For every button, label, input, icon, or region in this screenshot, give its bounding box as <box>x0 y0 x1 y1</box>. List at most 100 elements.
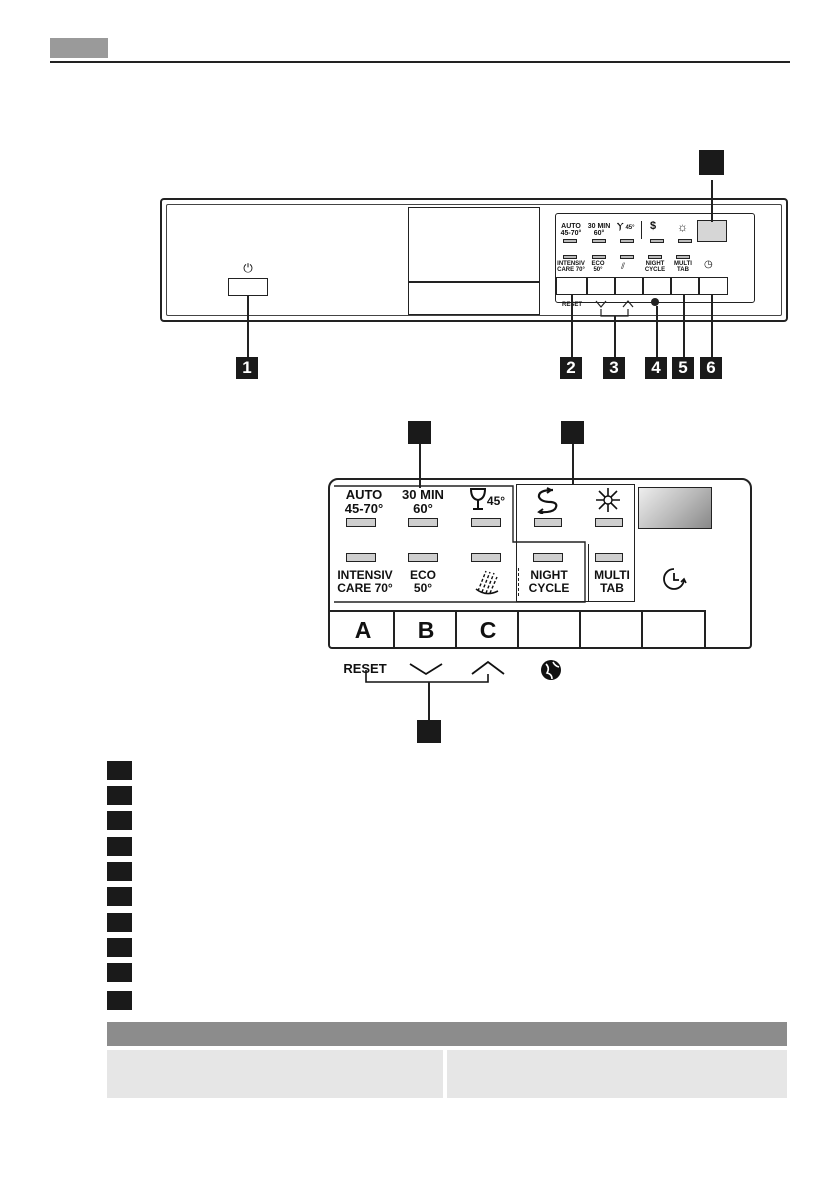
fig2-30min-label: 30 MIN 60° <box>402 487 444 516</box>
fig2-globe-icon <box>541 660 561 680</box>
fig2-btn-display[interactable] <box>641 612 704 648</box>
header-rule <box>50 61 790 63</box>
fig2-btn-c[interactable] <box>455 612 517 648</box>
fig2-callout-arrows-line <box>428 682 430 720</box>
power-button[interactable] <box>228 278 268 296</box>
fig1-led-30min <box>592 239 606 243</box>
fig1-led-night <box>648 255 662 259</box>
fig1-led-multi <box>676 255 690 259</box>
callout-2-line <box>571 295 573 357</box>
callout-3: 3 <box>603 357 625 379</box>
control-panel-overview <box>160 198 788 322</box>
fig2-callout-indicators-line <box>572 444 574 484</box>
compartment-divider <box>409 281 539 283</box>
fig2-night-dash <box>518 568 519 596</box>
legend-marker-5 <box>107 862 132 881</box>
fig2-salt-icon <box>596 488 620 512</box>
fig1-led-salt <box>678 239 692 243</box>
fig2-eco-label: ECO 50° <box>409 568 436 595</box>
fig2-led-45 <box>471 518 501 527</box>
legend-marker-1 <box>107 761 132 780</box>
fig1-spray-icon: ⫽ <box>621 261 626 271</box>
legend-marker-9 <box>107 963 132 982</box>
fig2-program-outline <box>334 485 586 603</box>
fig2-led-auto <box>346 518 376 527</box>
callout-5-line <box>683 295 685 357</box>
fig1-btn-4[interactable] <box>642 278 670 294</box>
callout-1: 1 <box>236 357 258 379</box>
callout-6-line <box>711 295 713 357</box>
fig2-glass-45-label: 45° <box>486 494 506 508</box>
callout-2: 2 <box>560 357 582 379</box>
fig2-led-rinse <box>534 518 562 527</box>
fig2-glass-icon <box>469 488 487 510</box>
fig1-glass-icon: Ⲩ <box>617 221 624 231</box>
fig1-led-rinse <box>650 239 664 243</box>
fig1-up-arrow-icon <box>622 300 634 308</box>
fig1-divider <box>641 221 642 239</box>
legend-marker-8 <box>107 938 132 957</box>
legend-marker-4 <box>107 837 132 856</box>
fig2-btn-b[interactable] <box>393 612 455 648</box>
table-header-bar <box>107 1022 787 1046</box>
fig2-letter-c: C <box>479 617 497 643</box>
fig2-led-intensiv <box>346 553 376 562</box>
fig2-spray-icon <box>475 570 499 595</box>
detergent-compartment <box>408 207 540 315</box>
fig1-btn-5[interactable] <box>670 278 698 294</box>
fig1-led-spray <box>620 255 634 259</box>
fig2-delay-start-icon <box>663 568 687 590</box>
fig1-delay-icon: ◷ <box>704 259 713 270</box>
fig2-callout-indicators <box>561 421 584 444</box>
fig1-display <box>697 220 727 242</box>
fig2-night-label: NIGHT CYCLE <box>528 568 570 595</box>
callout-5: 5 <box>672 357 694 379</box>
fig2-indicator-divider <box>588 544 590 602</box>
fig2-up-arrow-icon <box>471 660 505 675</box>
legend-marker-2 <box>107 786 132 805</box>
fig2-led-30min <box>408 518 438 527</box>
fig2-letter-a: A <box>354 617 372 643</box>
fig1-led-eco <box>592 255 606 259</box>
fig2-callout-programs-line <box>419 444 421 488</box>
fig2-led-eco <box>408 553 438 562</box>
fig2-down-arrow-icon <box>409 663 443 676</box>
fig2-indicator-outline <box>516 484 635 602</box>
fig1-btn-c[interactable] <box>614 278 642 294</box>
fig2-led-multi <box>595 553 623 562</box>
fig2-rinse-aid-icon <box>537 487 558 514</box>
fig1-intensiv-label: INTENSIV CARE 70° <box>557 261 585 274</box>
callout-top-line <box>711 180 713 222</box>
fig1-30min-label: 30 MIN 60° <box>587 223 611 238</box>
table-cell-right <box>447 1050 787 1098</box>
callout-display <box>699 150 724 175</box>
fig2-callout-programs <box>408 421 431 444</box>
fig1-multi-label: MULTI TAB <box>674 261 692 274</box>
fig1-eco-label: ECO 50° <box>591 261 605 274</box>
fig1-led-auto <box>563 239 577 243</box>
fig1-night-label: NIGHT CYCLE <box>644 261 666 274</box>
fig1-led-45 <box>620 239 634 243</box>
fig2-auto-label: AUTO 45-70° <box>344 487 384 516</box>
fig1-btn-b[interactable] <box>586 278 614 294</box>
fig2-reset-label: RESET <box>343 661 387 676</box>
fig1-button-row <box>556 277 728 295</box>
callout-3-line <box>614 316 616 357</box>
fig1-btn-a[interactable] <box>557 278 586 294</box>
fig2-btn-multitab[interactable] <box>517 612 579 648</box>
panel-inner-line <box>166 204 782 316</box>
fig1-auto-label: AUTO 45-70° <box>560 223 582 238</box>
fig2-letter-b: B <box>417 617 435 643</box>
table-cell-left <box>107 1050 443 1098</box>
fig2-intensiv-label: INTENSIV CARE 70° <box>337 568 393 595</box>
fig1-btn-6[interactable] <box>698 278 726 294</box>
fig2-callout-arrows <box>417 720 441 743</box>
fig2-btn-delay[interactable] <box>579 612 641 648</box>
legend-marker-10 <box>107 991 132 1010</box>
fig2-multi-label: MULTI TAB <box>594 568 630 595</box>
fig2-arrows <box>365 660 505 683</box>
fig2-led-salt <box>595 518 623 527</box>
fig1-globe-icon <box>651 298 659 306</box>
power-icon: ⏻ <box>243 261 253 275</box>
callout-1-line <box>247 296 249 358</box>
